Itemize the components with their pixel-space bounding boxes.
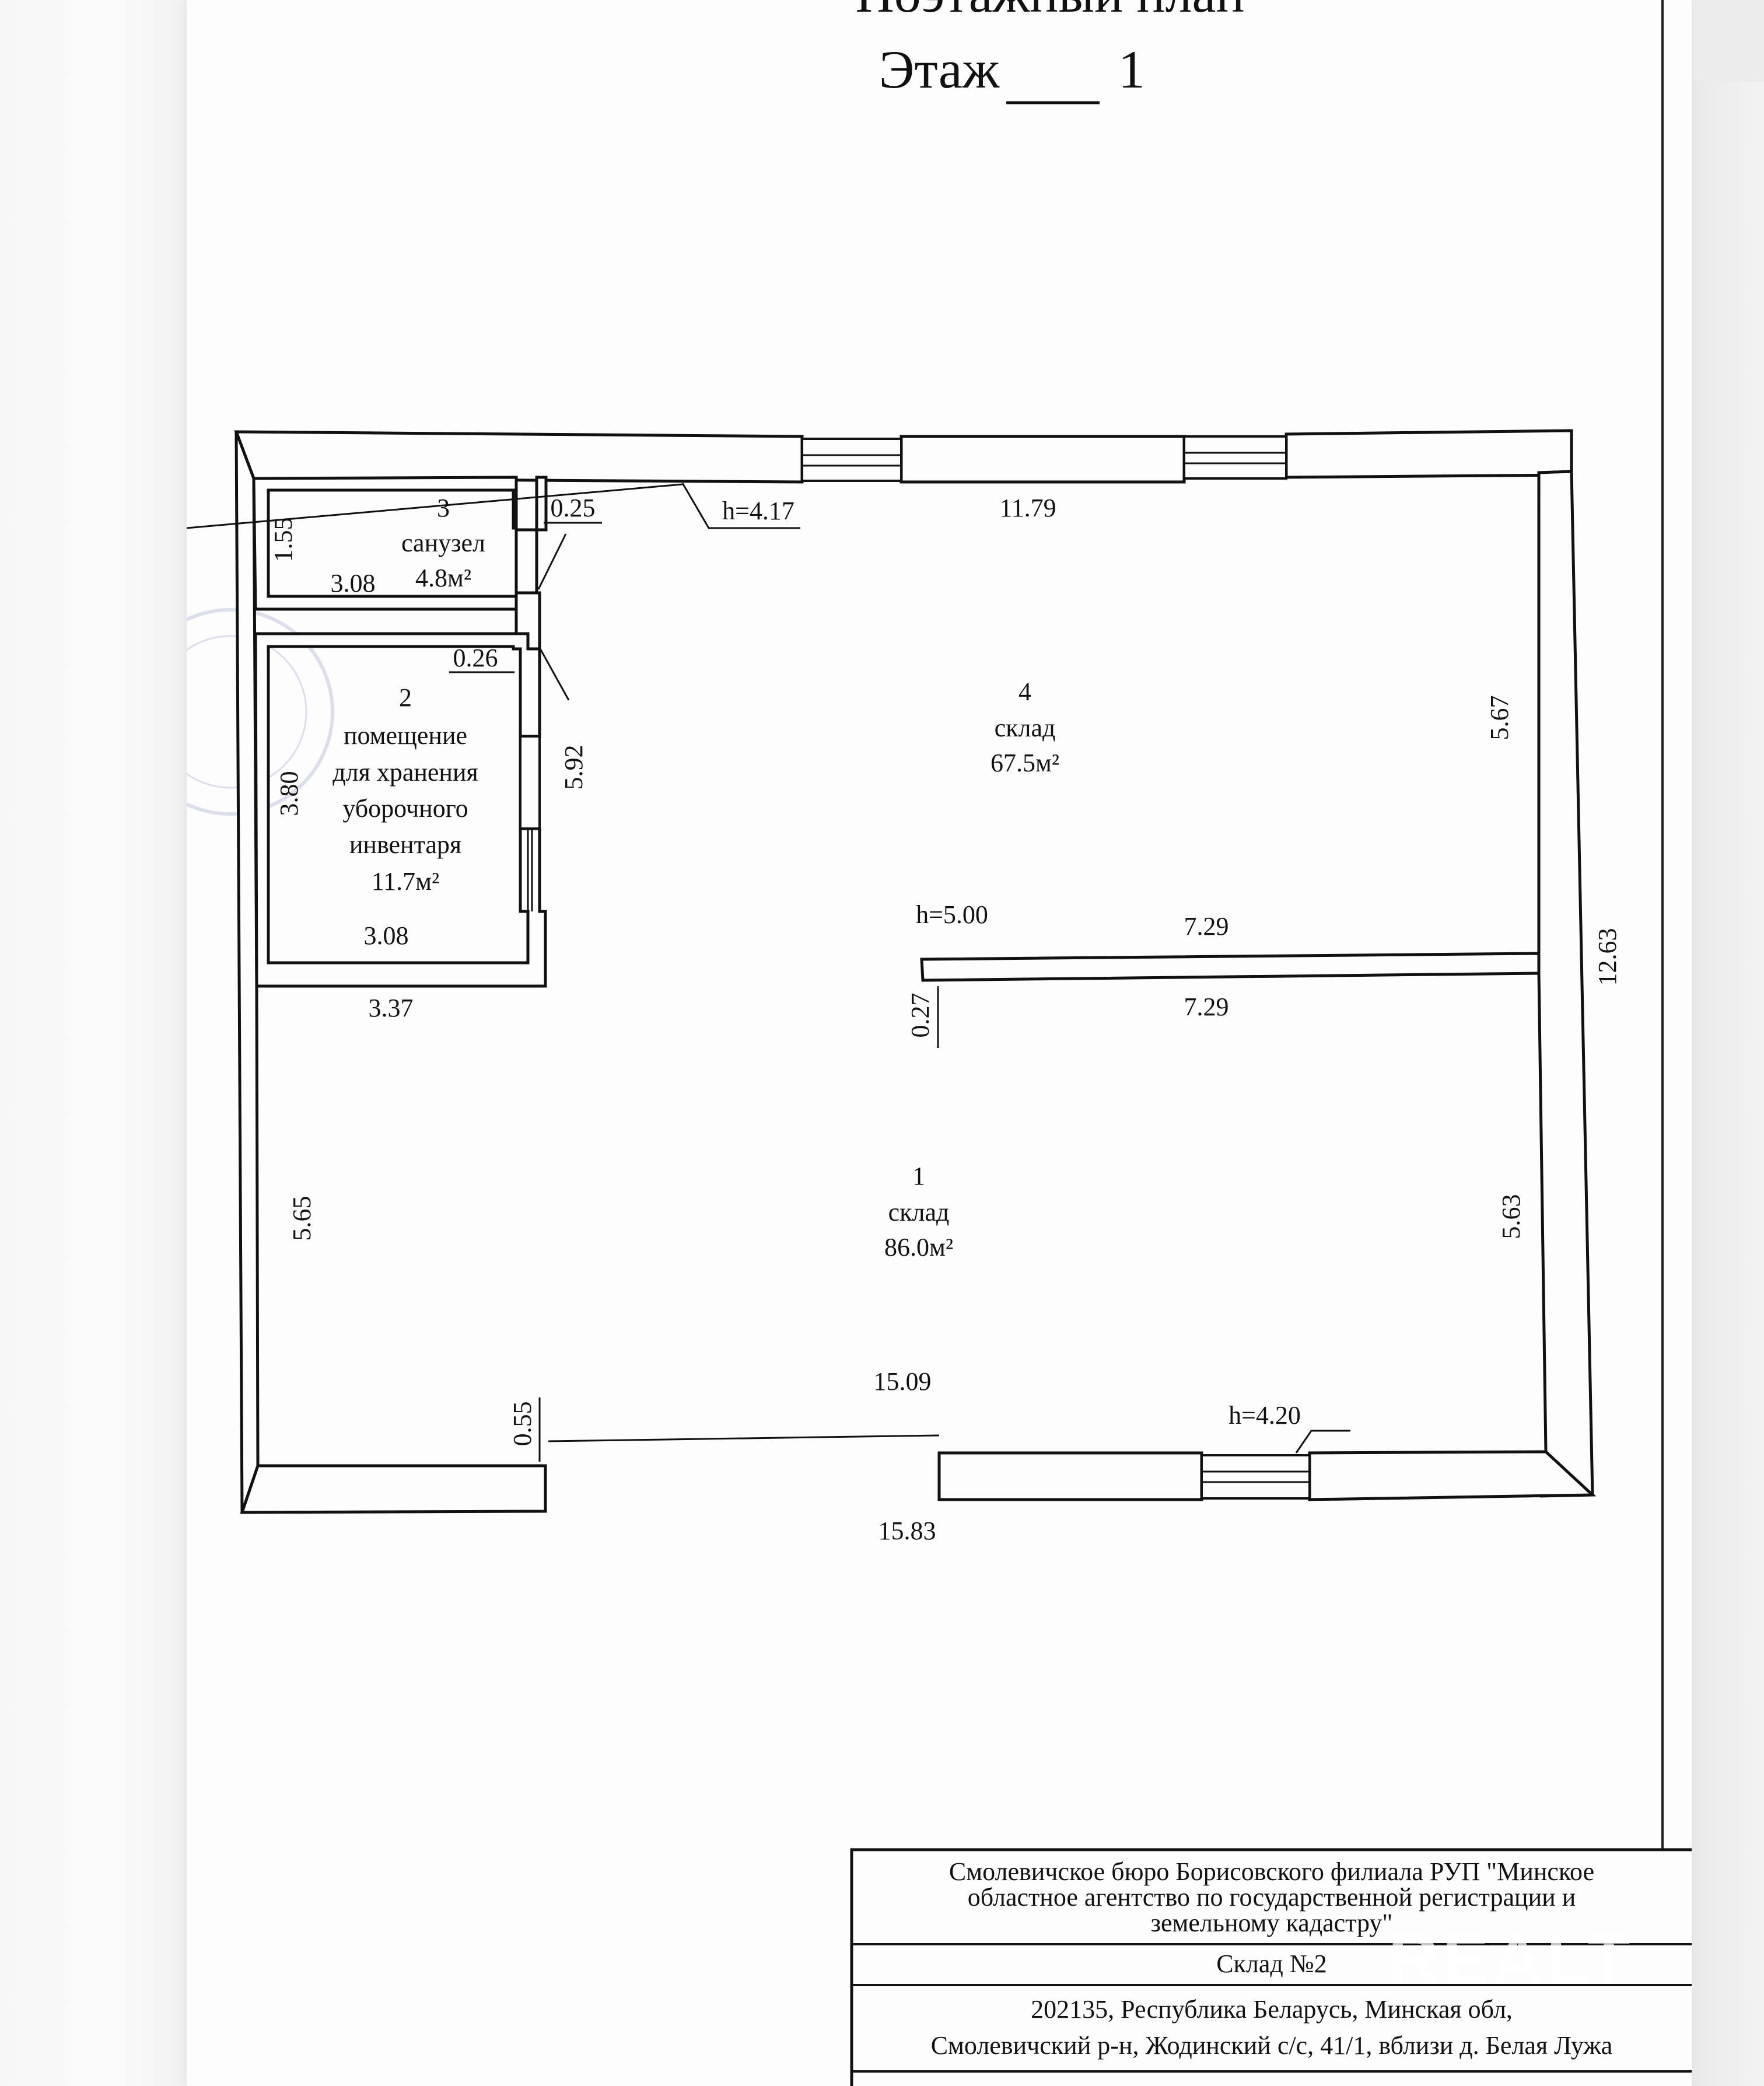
room-3-name: санузел	[401, 529, 485, 557]
dim-room1-left: 5.65	[288, 1196, 316, 1241]
title-block-org-line-1: Смолевичское бюро Борисовского филиала Р…	[949, 1857, 1594, 1886]
wall-room3-stub	[535, 476, 548, 532]
dim-inner-bottom: 15.09	[874, 1367, 932, 1396]
room-2-name-line-3: уборочного	[342, 794, 468, 823]
dim-partition-bottom: 7.29	[1184, 993, 1229, 1021]
dim-wall-055: 0.55	[508, 1402, 537, 1446]
room-1-name: склад	[888, 1198, 950, 1227]
plan-title: Поэтажный план	[855, 0, 1244, 23]
dim-room4-right: 5.67	[1485, 696, 1514, 740]
h-bottom: h=4.20	[1228, 1401, 1301, 1430]
dim-partition-top: 7.29	[1184, 912, 1229, 941]
dim-room2-height: 3.80	[275, 771, 303, 816]
dim-outer-right: 12.63	[1593, 928, 1622, 986]
wall-top-middle	[900, 435, 1186, 484]
room-3-area: 4.8м²	[415, 564, 471, 592]
wall-bottom-left	[240, 1464, 547, 1514]
title-block-org-line-3: земельному кадастру"	[1151, 1909, 1393, 1937]
dim-wall-592-leader-top	[537, 533, 567, 590]
room-4-name: склад	[995, 714, 1056, 742]
floor-plan-drawing: Поэтажный план Этаж 1	[187, 0, 1692, 2086]
h-top-leader	[681, 483, 800, 529]
h-bottom-leader	[1295, 1430, 1350, 1453]
floor-number: 1	[1118, 40, 1145, 99]
dim-partition-thickness: 0.27	[906, 993, 935, 1038]
room-1-number: 1	[912, 1162, 925, 1190]
background-sheet-left	[0, 0, 198, 2086]
title-block-address-line-2: Смолевичский р-н, Жодинский с/с, 41/1, в…	[931, 2031, 1613, 2060]
wall-top-right	[1284, 429, 1573, 479]
wall-right	[1537, 470, 1594, 1498]
h-mid: h=5.00	[916, 900, 988, 929]
door-opening-bottom	[548, 1434, 940, 1442]
floor-heading: Этаж 1	[879, 40, 1145, 104]
room-2-area: 11.7м²	[372, 867, 439, 896]
room-4-area: 67.5м²	[991, 749, 1059, 777]
room-4-label: 4 склад 67.5м²	[991, 677, 1059, 777]
room-2-name-line-4: инвентаря	[349, 830, 461, 859]
dim-wall-025: 0.25	[551, 494, 596, 522]
floor-label: Этаж	[879, 40, 1000, 99]
dim-wall-026: 0.26	[453, 644, 498, 672]
dim-wall-592: 5.92	[559, 745, 588, 790]
room-2-name-line-1: помещение	[344, 721, 467, 750]
dim-room3-width: 3.08	[331, 569, 376, 598]
dim-outer-bottom: 15.83	[878, 1517, 936, 1545]
door-room2	[519, 735, 541, 911]
title-block-object: Склад №2	[1216, 1949, 1327, 1978]
h-top: h=4.17	[722, 497, 794, 525]
floor-plan-sheet: Поэтажный план Этаж 1	[187, 0, 1692, 2086]
dim-wall-592-leader-bottom	[538, 647, 570, 701]
room-3-label: 3 санузел 4.8м²	[401, 494, 485, 592]
dim-room2-width: 3.08	[364, 921, 409, 950]
room-1-label: 1 склад 86.0м²	[884, 1162, 953, 1262]
wall-bottom-right-2	[1308, 1450, 1597, 1501]
room-2-name-line-2: для хранения	[332, 758, 478, 787]
wall-top-left	[234, 430, 804, 484]
wall-left	[235, 431, 260, 1513]
room-2-label: 2 помещение для хранения уборочного инве…	[332, 683, 478, 896]
dim-room1-right: 5.63	[1497, 1194, 1525, 1239]
window-top-1	[801, 438, 902, 482]
dim-room1-top-left: 3.37	[369, 994, 414, 1022]
dim-room3-height: 1.55	[269, 518, 298, 562]
room-4-number: 4	[1019, 677, 1031, 706]
wall-bottom-right-1	[937, 1451, 1203, 1501]
title-block-org-line-2: областное агентство по государственной р…	[968, 1883, 1576, 1912]
window-bottom	[1200, 1454, 1311, 1500]
window-top-2	[1183, 435, 1287, 480]
room-3-number: 3	[437, 494, 450, 522]
wall-partition-4-1	[920, 952, 1541, 982]
title-block: Смолевичское бюро Борисовского филиала Р…	[850, 1848, 1692, 2086]
room-1-area: 86.0м²	[884, 1233, 953, 1262]
faint-seal-impression	[187, 608, 334, 816]
watermark-logo: REALT	[1388, 1921, 1633, 1999]
room-2-number: 2	[399, 683, 412, 712]
dim-top-width: 11.79	[999, 494, 1056, 522]
title-block-address-line-1: 202135, Республика Беларусь, Минская обл…	[1031, 1995, 1513, 2024]
